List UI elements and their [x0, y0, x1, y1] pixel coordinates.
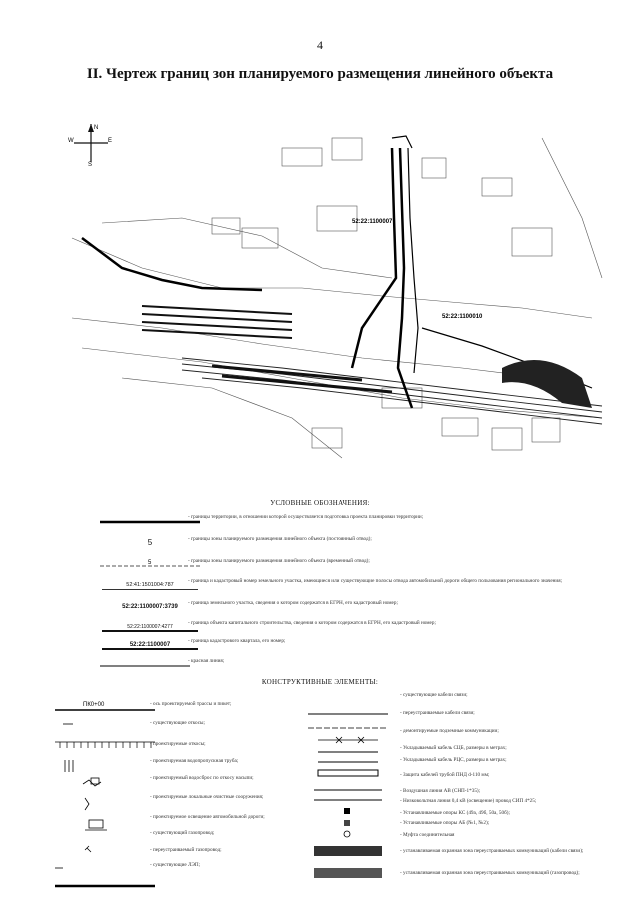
compass-south: S — [88, 162, 92, 166]
constructive-left-text: - проектируемые откосы; — [150, 741, 206, 747]
legend-item: 52:22:1100007:3739 - граница земельного … — [100, 598, 620, 616]
legend-text: - границы зоны планируемого размещения л… — [188, 558, 370, 564]
legend-text: - границы зоны планируемого размещения л… — [188, 536, 372, 542]
constructive-left-text: - переустраиваемый газопровод; — [150, 847, 222, 853]
constructive-symbols-right — [308, 713, 388, 878]
constructive-left-text: - проектируемое освещение автомобильной … — [150, 814, 265, 820]
constructive-left-text: - проектируемый водосброс по откосу насы… — [150, 775, 254, 781]
constructive-right-text: - переустраиваемые кабели связи; — [400, 710, 475, 716]
constructive-right-text: - устанавливаемая охранная зона переустр… — [400, 848, 584, 854]
constructive-right-text: - Воздушная линия АВ (СНП-1*35); — [400, 788, 481, 794]
constructive-right-text: - Низковольтная линия 0,4 кВ (освещение)… — [400, 798, 537, 804]
constructive-right-text: - демонтируемые подземные коммуникации; — [400, 728, 499, 734]
legend-item: 5 - границы зоны планируемого размещения… — [100, 534, 620, 552]
legend-item: 52:22:1100007:4277 - граница объекта кап… — [100, 618, 620, 636]
page-number: 4 — [317, 38, 323, 52]
legend-text: - граница земельного участка, сведения о… — [188, 600, 398, 606]
constructive-right-text: - Устанавливаемые опоры КС (49а, 49б, 50… — [400, 810, 510, 816]
legend-item: - красная линия; — [100, 656, 620, 674]
legend-item: 5 - границы зоны планируемого размещения… — [100, 556, 620, 574]
constructive-right-text: - Защита кабелей трубой ПНД d-110 мм; — [400, 772, 490, 778]
legend-text: - граница и кадастровый номер земельного… — [188, 578, 563, 584]
constructive-right-text: - существующие кабели связи; — [400, 692, 468, 698]
plan-drawing: 52:22:1100007 52:22:1100010 — [71, 135, 603, 459]
legend-symbol-text: 52:22:1100007:4277 — [102, 622, 198, 632]
legend-symbol-permanent-zone: 5 — [100, 534, 200, 552]
constructive-left-text: - существующие откосы; — [150, 720, 205, 726]
constructive-heading: КОНСТРУКТИВНЫЕ ЭЛЕМЕНТЫ: — [261, 678, 379, 686]
legend-symbol-red-line — [100, 665, 190, 667]
constructive-right-text: - Укладываемый кабель СЦБ, размеры в мет… — [400, 745, 507, 751]
legend-text: - границы территории, в отношении которо… — [188, 514, 424, 520]
constructive-right-text: - Муфта соединительная — [400, 832, 455, 838]
constructive-left-text: - существующие ЛЭП; — [150, 862, 201, 868]
legend-symbol-text: 52:22:1100007 — [102, 640, 198, 650]
legend-text: - красная линия; — [188, 658, 225, 664]
legend-text: - граница объекта капитального строитель… — [188, 620, 436, 626]
compass-rose-icon: N S W E — [68, 124, 112, 166]
legend-symbol-text: 5 — [147, 538, 153, 547]
legend-symbol-text: 52:22:1100007:3739 — [122, 604, 178, 610]
legend-heading: УСЛОВНЫЕ ОБОЗНАЧЕНИЯ: — [270, 499, 370, 507]
constructive-right-text: - устанавливаемая охранная зона переустр… — [400, 870, 580, 876]
compass-north: N — [94, 125, 98, 131]
legend-text: - граница кадастрового квартала, его ном… — [188, 638, 286, 644]
legend-symbol-temporary-zone: 5 — [100, 560, 200, 567]
map-label-quarter-2: 52:22:1100010 — [442, 314, 483, 320]
legend-symbol-text: 5 — [148, 560, 152, 566]
map-label-quarter-1: 52:22:1100007 — [352, 219, 393, 225]
constructive-right-text: - Устанавливаемые опоры АБ (№1, №2); — [400, 820, 490, 826]
legend-item: - границы территории, в отношении которо… — [100, 512, 620, 530]
constructive-left-text: - проектируемые локальные очистные соору… — [150, 794, 264, 800]
constructive-left-text: - существующий газопровод; — [150, 830, 215, 836]
page-title: II. Чертеж границ зон планируемого разме… — [86, 66, 554, 82]
constructive-left-text: - ось проектируемой трассы и пикет; — [150, 701, 232, 707]
constructive-symbols-left: ПК0+00 — [55, 702, 155, 888]
constructive-left-text: - проектируемая водопропускная труба; — [150, 758, 239, 764]
compass-east: E — [108, 138, 112, 144]
constructive-left-symbol: ПК0+00 — [83, 702, 105, 708]
legend-item: 52:22:1100007 - граница кадастрового ква… — [100, 636, 620, 654]
legend-symbol-text: 52:41:1501004:787 — [102, 580, 198, 590]
legend-item: 52:41:1501004:787 - граница и кадастровы… — [100, 576, 620, 594]
compass-west: W — [68, 138, 74, 144]
legend-symbol-territory-boundary — [100, 520, 200, 524]
constructive-right-text: - Укладываемый кабель РЦС, размеры в мет… — [400, 757, 507, 763]
